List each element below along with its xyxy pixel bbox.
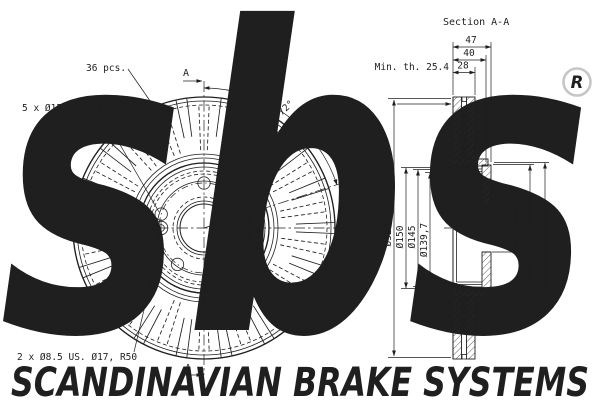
registered-trademark-icon xyxy=(562,67,592,97)
width-dimensions: 47 40 28 Min. th. 25.4 xyxy=(375,35,492,162)
dim-28-label: 28 xyxy=(457,61,469,72)
angle-arc xyxy=(203,86,338,186)
vent-slot-notch-top xyxy=(461,96,467,102)
section-edges xyxy=(444,97,522,359)
front-annotations: 36 pcs. 5 x Ø15.5, R54 2 x Ø8.5 US. Ø17,… xyxy=(17,63,167,363)
hat-wall-top xyxy=(481,164,492,205)
hat-flange-bottom xyxy=(452,289,489,298)
diameter-dimensions: Ø324 Ø150 Ø145 Ø139,7 Ø61 Ø161 Ø xyxy=(383,98,549,358)
section-material xyxy=(452,96,492,360)
dia-hub-2-label: Ø163,4 xyxy=(534,224,545,259)
friction-plate-outboard-top xyxy=(452,96,462,160)
bolt-hole xyxy=(170,257,185,271)
dia-outer-label: Ø324 xyxy=(383,223,394,246)
friction-plate-inboard-top xyxy=(466,96,476,160)
cut-label-top: A xyxy=(183,68,189,79)
dia-hub-1-label: Ø161 xyxy=(519,224,530,247)
front-view: 72° A A 36 pcs. 5 x Ø15.5, R54 2 x Ø8.5 … xyxy=(17,63,349,377)
small-holes-label: 2 x Ø8.5 US. Ø17, R50 xyxy=(17,352,137,363)
bolt-holes-label: 5 x Ø15.5, R54 xyxy=(22,103,102,114)
dim-40-label: 40 xyxy=(463,48,475,59)
friction-plate-outboard-bottom xyxy=(452,296,462,360)
hat-wall-bottom xyxy=(481,251,492,291)
small-holes-leader xyxy=(133,233,163,353)
section-cut-marks: A A xyxy=(183,68,203,377)
dia-hat-3-label: Ø139,7 xyxy=(419,223,430,257)
friction-plate-inboard-bottom xyxy=(466,296,476,360)
section-view: Section A-A xyxy=(375,17,549,360)
bolt-angle-centerline xyxy=(203,180,349,229)
bolt-hole xyxy=(223,257,238,271)
watermark-company-name: SCANDINAVIAN BRAKE SYSTEMS xyxy=(11,360,589,400)
cut-label-bottom: A xyxy=(185,363,191,374)
section-title: Section A-A xyxy=(443,17,509,28)
registered-trademark-letter: R xyxy=(571,73,584,92)
vanes-leader xyxy=(127,68,167,125)
dia-hat-2-label: Ø145 xyxy=(407,226,418,249)
dia-hat-1-label: Ø150 xyxy=(395,225,406,248)
dia-bore-label: Ø61 xyxy=(505,222,516,239)
vent-slot-notch-bottom xyxy=(461,354,467,360)
min-thickness-label: Min. th. 25.4 xyxy=(375,62,450,73)
bolt-holes-leader xyxy=(99,109,160,213)
vanes-label: 36 pcs. xyxy=(86,63,126,74)
dim-47-label: 47 xyxy=(465,35,476,46)
